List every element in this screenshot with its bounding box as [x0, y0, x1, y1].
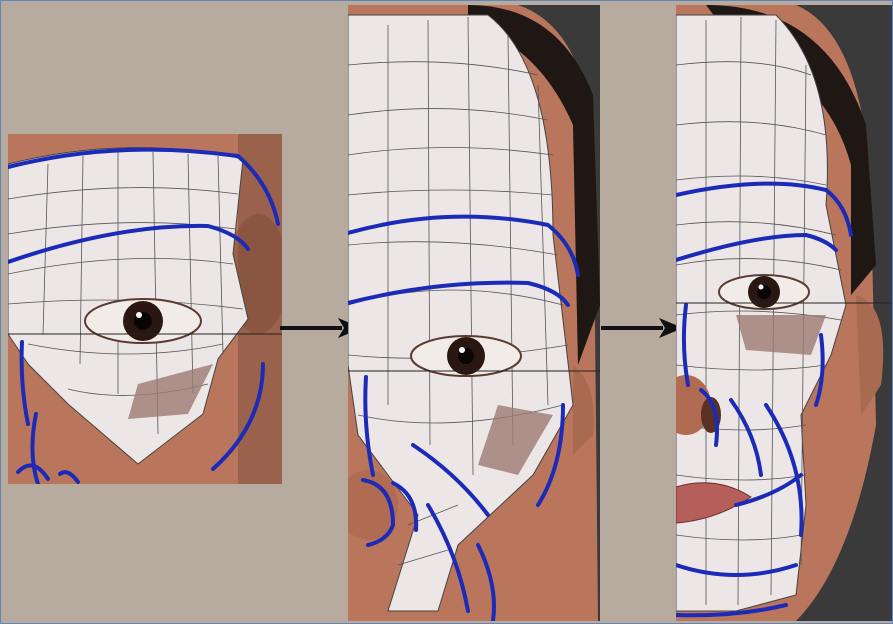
half-face-image — [348, 5, 600, 621]
eye-region-panel — [8, 134, 282, 484]
right-arrow-icon — [601, 317, 683, 339]
half-face-panel — [348, 5, 600, 621]
full-face-image — [676, 5, 892, 621]
full-face-panel — [676, 5, 892, 621]
eye-region-image — [8, 134, 282, 484]
